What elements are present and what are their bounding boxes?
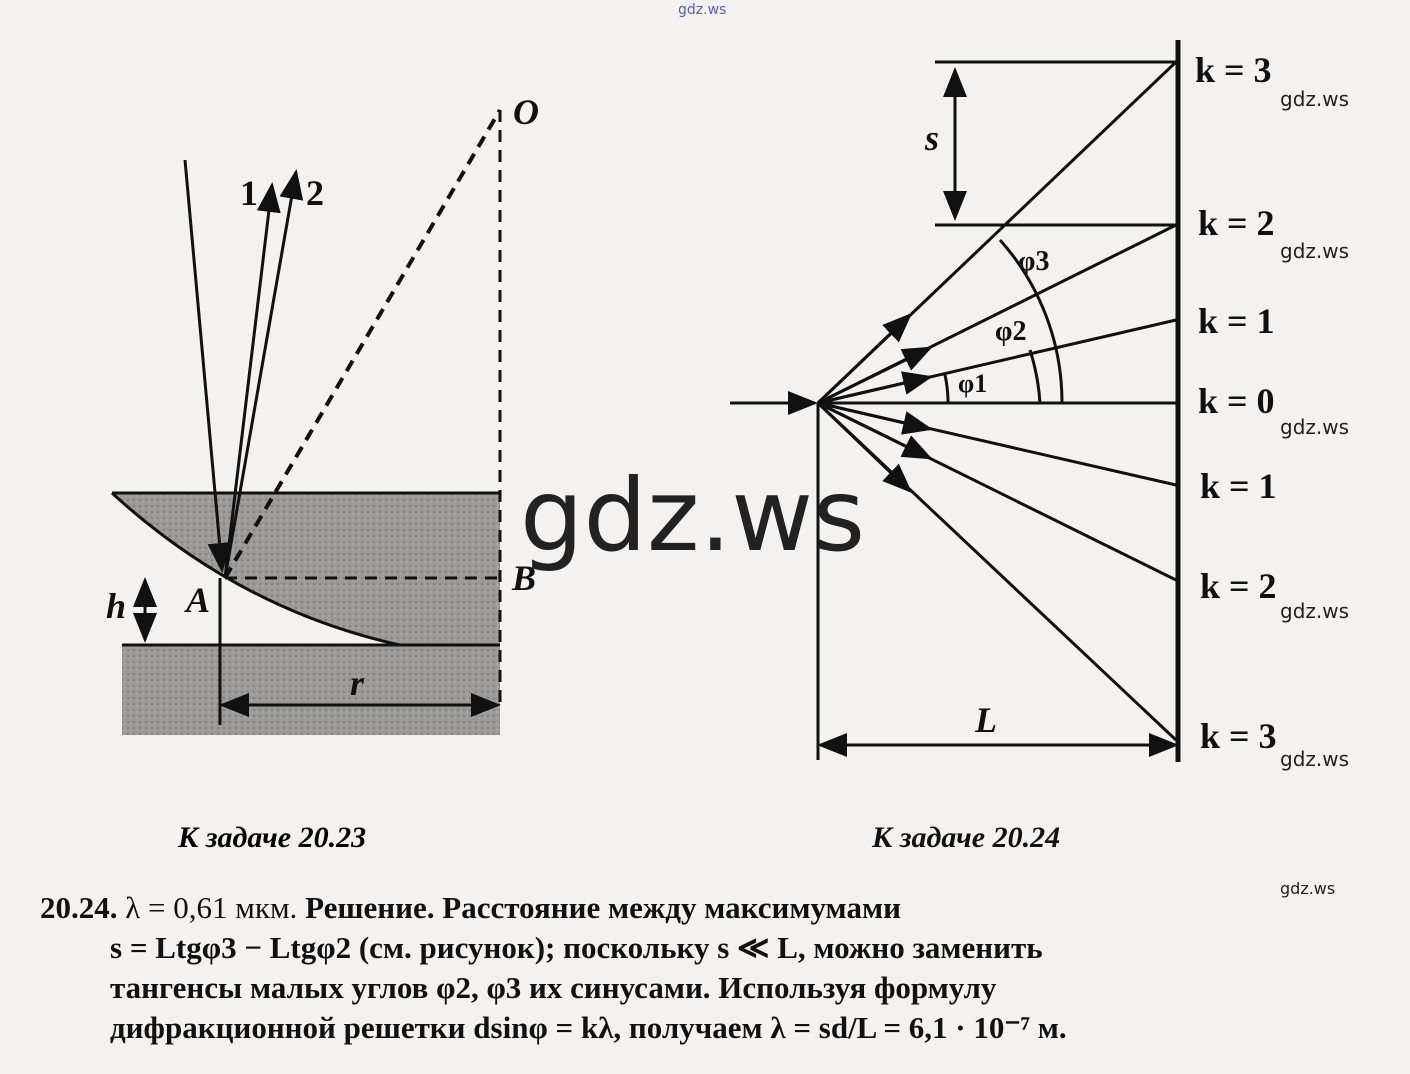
label-L: L [974,700,997,740]
caption-20-23: К задаче 20.23 [177,821,366,854]
answer: λ = 0,61 мкм. [125,890,298,925]
watermark-top: gdz.ws [678,2,727,18]
solution-line: дифракционной решетки dsinφ = kλ, получа… [110,1010,1067,1045]
glass-plate [122,645,500,735]
watermark: gdz.ws [1280,879,1335,898]
figure-20-23 [110,108,502,735]
label-ray-2: 2 [306,173,324,213]
order-label: k = 1 [1200,466,1277,506]
problem-number: 20.24. [40,890,118,925]
label-h: h [106,586,126,626]
label-B: B [511,558,536,598]
label-s: s [924,118,939,158]
solution-text: 20.24. λ = 0,61 мкм. Решение. Расстояние… [40,888,1380,1048]
watermark: gdz.ws [1280,239,1349,263]
order-label: k = 3 [1200,716,1277,756]
solution-line: тангенсы малых углов φ2, φ3 их синусами.… [110,970,997,1005]
lens-body [112,493,500,645]
figure-20-24 [730,40,1181,762]
label-r: r [350,663,365,703]
order-label: k = 2 [1198,203,1275,243]
watermark: gdz.ws [1280,87,1349,111]
angle-phi3: φ3 [1018,246,1049,277]
watermark-center: gdz.ws [520,457,865,574]
angle-phi2: φ2 [995,316,1026,347]
label-O: O [513,92,539,132]
watermark: gdz.ws [1280,599,1349,623]
label-A: A [184,580,210,620]
order-label: k = 0 [1198,381,1275,421]
solution-heading: Решение. [305,890,435,925]
order-label: k = 2 [1200,566,1277,606]
angle-phi1: φ1 [958,369,987,398]
solution-line: s = Ltgφ3 − Ltgφ2 (см. рисунок); посколь… [110,930,1043,965]
watermark: gdz.ws [1280,415,1349,439]
diffraction-rays [816,60,1178,742]
watermark: gdz.ws [1280,747,1349,771]
order-label: k = 3 [1195,50,1272,90]
order-label: k = 1 [1198,301,1275,341]
solution-line: Расстояние между максимумами [442,890,901,925]
caption-20-24: К задаче 20.24 [871,821,1060,854]
label-ray-1: 1 [240,173,258,213]
